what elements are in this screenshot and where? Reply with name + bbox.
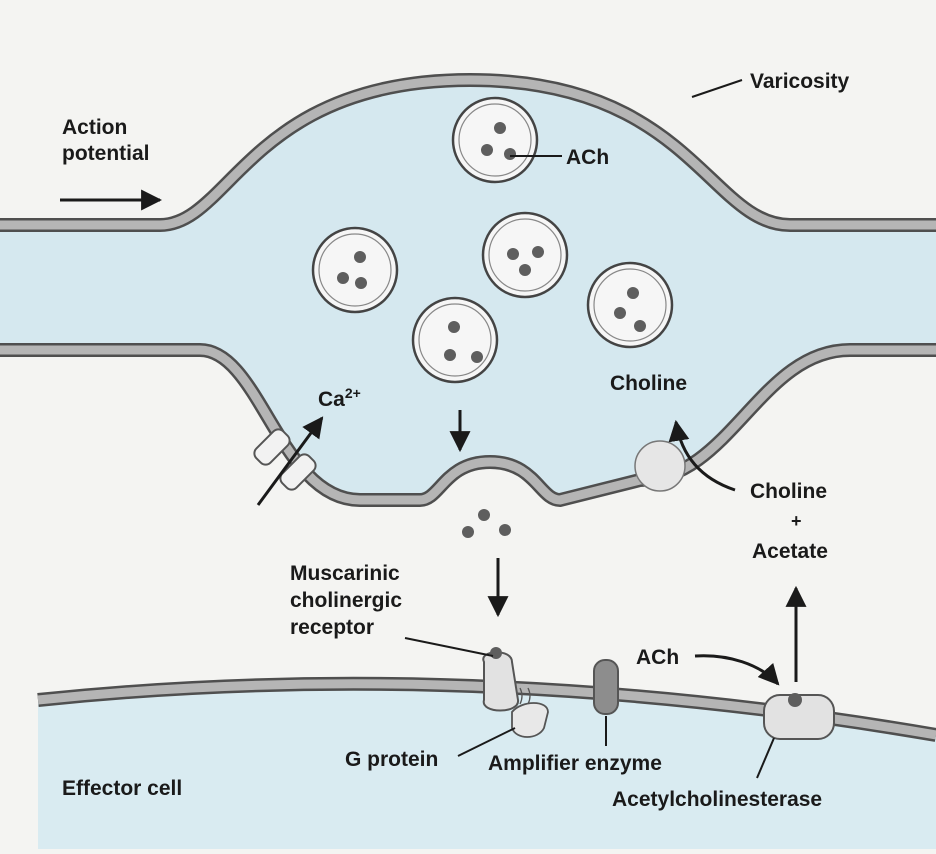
ach-cleft-label: ACh: [636, 646, 679, 669]
calcium-channel: [253, 428, 317, 491]
choline-lower-label: Choline: [750, 480, 827, 503]
action-potential-label-line2: potential: [62, 142, 150, 165]
amplifier-enzyme: [593, 659, 619, 715]
ach-vesicle: [481, 211, 569, 299]
acetylcholinesterase-enzyme: [763, 693, 835, 740]
vesicle-group: [311, 96, 674, 384]
receptor-label-line2: cholinergic: [290, 589, 402, 612]
ach-vesicle: [311, 226, 399, 314]
effector-cell: [38, 683, 936, 849]
ach-vesicle-label: ACh: [566, 146, 609, 169]
acetate-label: Acetate: [752, 540, 828, 563]
ach-vesicle: [451, 96, 539, 184]
g-protein-label: G protein: [345, 748, 438, 771]
ach-to-esterase-arrow: [694, 654, 780, 686]
receptor-label-line1: Muscarinic: [290, 562, 400, 585]
calcium-influx-arrow: [256, 416, 324, 506]
action-potential-label-line1: Action: [62, 116, 127, 139]
choline-transporter: [634, 440, 686, 492]
g-protein: [511, 687, 549, 738]
effector-cell-label: Effector cell: [62, 777, 182, 800]
ach-vesicle: [586, 261, 674, 349]
choline-reuptake-arrow: [668, 419, 736, 492]
upper-membrane: [0, 72, 936, 232]
choline-upper-label: Choline: [610, 372, 687, 395]
acetylcholinesterase-label: Acetylcholinesterase: [612, 788, 822, 811]
muscarinic-receptor: [482, 647, 519, 712]
plus-label: +: [791, 511, 802, 531]
released-ach-molecules: [462, 509, 511, 538]
calcium-label: Ca2+: [318, 385, 361, 411]
amplifier-enzyme-label: Amplifier enzyme: [488, 752, 662, 775]
varicosity-label: Varicosity: [750, 70, 850, 93]
ach-vesicle: [411, 296, 499, 384]
leader-lines: [404, 79, 775, 779]
receptor-label-line3: receptor: [290, 616, 374, 639]
